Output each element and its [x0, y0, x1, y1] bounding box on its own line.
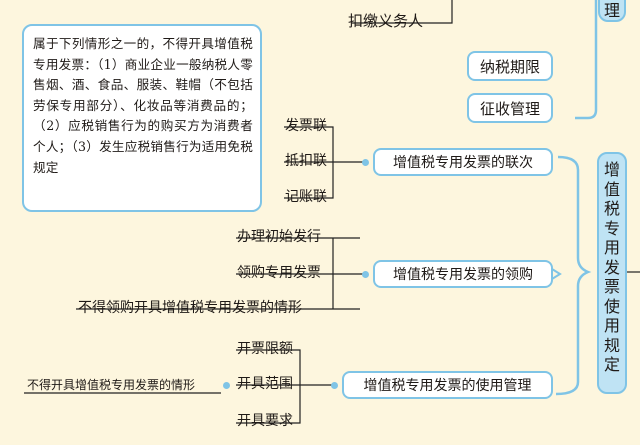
branch-usage-management-label: 增值税专用发票的使用管理 [363, 378, 532, 394]
branch-purchase-label: 增值税专用发票的领购 [393, 267, 533, 283]
sub-leaf-dot [223, 382, 230, 389]
leaf-issuing-requirements: 开具要求 [237, 413, 293, 429]
branch-copies-label: 增值税专用发票的联次 [393, 155, 533, 171]
note-box: 属于下列情形之一的，不得开具增值税专用发票：（1）商业企业一般纳税人零售烟、酒、… [22, 24, 262, 212]
main-topic-char: 定 [603, 355, 620, 374]
leaf-purchase-invoices: 领购专用发票 [237, 265, 321, 281]
sub-leaf-issuing-prohibited: 不得开具增值税专用发票的情形 [27, 378, 196, 392]
main-topic-char: 增 [603, 160, 620, 179]
note-text: 属于下列情形之一的，不得开具增值税专用发票：（1）商业企业一般纳税人零售烟、酒、… [33, 36, 253, 175]
main-topic-char: 发 [603, 257, 620, 277]
main-topic-char: 规 [603, 335, 620, 355]
main-topic-char: 税 [603, 199, 620, 218]
branch-copies: 增值税专用发票的联次 [373, 148, 553, 176]
leaf-deduction-copy: 抵扣联 [285, 153, 327, 169]
main-topic-char: 专 [603, 218, 620, 238]
top-right-vertical-char: 理 [603, 1, 620, 20]
leaf-issuing-scope: 开具范围 [237, 376, 293, 392]
main-topic-char: 用 [603, 316, 620, 335]
box-collection-management: 征收管理 [467, 93, 553, 123]
leaf-invoice-copy: 发票联 [285, 118, 327, 134]
main-topic-char: 用 [603, 238, 620, 257]
main-topic-char: 值 [603, 179, 620, 199]
leaf-initial-issuance: 办理初始发行 [237, 229, 321, 245]
box-collection-management-label: 征收管理 [479, 99, 540, 118]
branch-purchase: 增值税专用发票的领购 [373, 260, 553, 288]
main-topic-char: 使 [603, 296, 620, 316]
leaf-issuing-limit: 开票限额 [237, 341, 293, 357]
box-tax-period-label: 纳税期限 [479, 57, 540, 76]
branch-dot [362, 159, 369, 166]
branch-dot [331, 382, 338, 389]
box-tax-period: 纳税期限 [467, 51, 553, 81]
leaf-purchase-prohibited: 不得领购开具增值税专用发票的情形 [78, 300, 302, 316]
main-topic-char: 票 [603, 277, 620, 296]
main-topic: 增 值 税 专 用 发 票 使 用 规 定 [597, 152, 627, 394]
branch-dot [362, 271, 369, 278]
top-right-vertical-partial: 理 [598, 0, 626, 22]
leaf-bookkeeping-copy: 记账联 [285, 189, 327, 205]
top-partial-label: 扣缴义务人 [348, 12, 424, 30]
branch-usage-management: 增值税专用发票的使用管理 [342, 371, 553, 399]
